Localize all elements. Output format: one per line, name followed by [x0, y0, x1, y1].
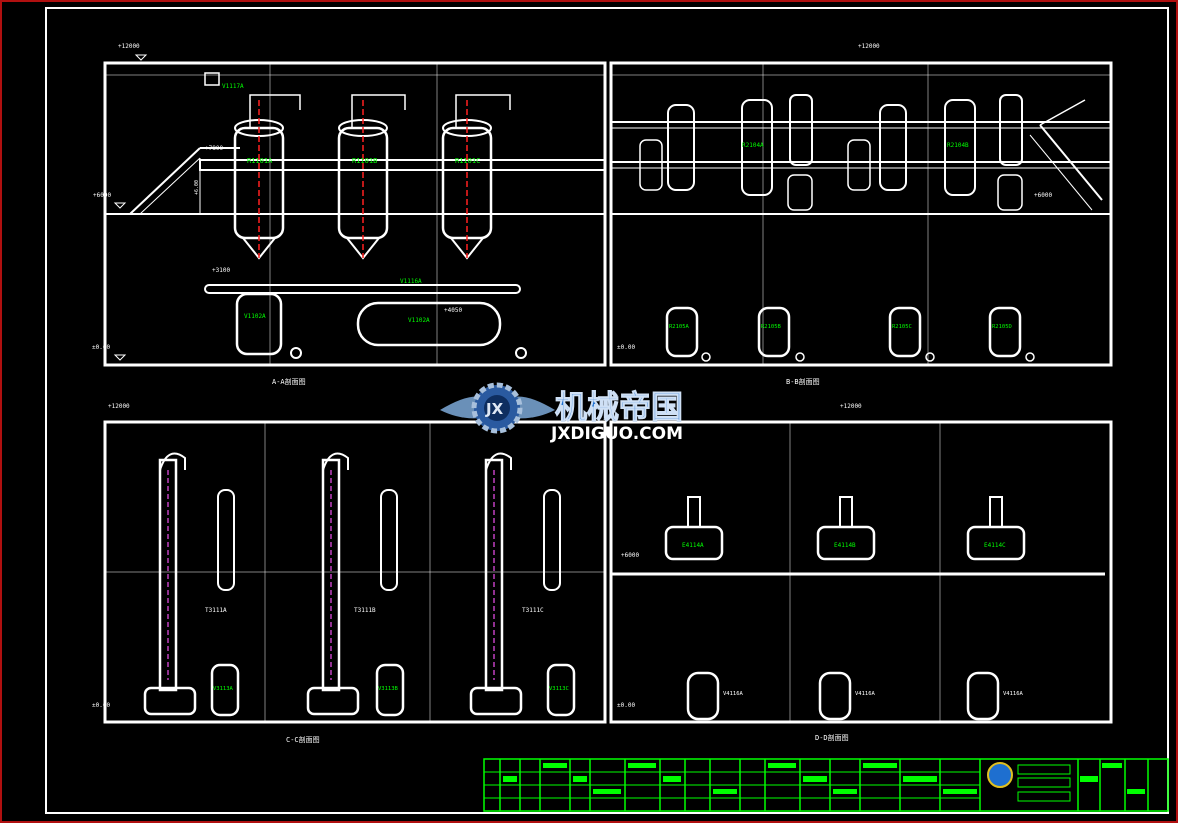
cc-tower-label-a: T3111A	[205, 607, 227, 614]
cc-elev-ground: ±0.00	[92, 702, 110, 709]
bb-tank-4: R2105D	[992, 324, 1012, 330]
bb-unit-a: R2104A	[639, 94, 813, 211]
tower-t3111b: T3111B	[306, 452, 398, 716]
tower-t3111c: T3111C	[469, 452, 561, 716]
aa-tank-2: V1102A	[408, 317, 430, 324]
bb-elev-mid: +6000	[1034, 192, 1052, 199]
aa-top-tag: V1117A	[222, 83, 244, 90]
cc-tower-label-b: T3111B	[354, 607, 376, 614]
exchanger-e4114c: E4114C	[966, 496, 1026, 561]
inner-border	[45, 7, 1169, 814]
bb-tank-1: R2105A	[669, 324, 690, 330]
watermark-cn: 机械帝国	[555, 388, 683, 426]
dd-elev-ground: ±0.00	[617, 702, 635, 709]
cc-tower-label-c: T3111C	[522, 607, 544, 614]
aa-tank-1: V1102A	[244, 313, 266, 320]
reactor-r1101b: R1101B	[337, 94, 406, 260]
cc-caption: C-C剖面图	[286, 735, 320, 744]
aa-elev-mid: +6000	[93, 192, 111, 199]
bb-tank-2: R2105B	[761, 324, 782, 330]
dd-tank-3: V4116A	[1003, 691, 1024, 697]
aa-elev-top: +12000	[118, 43, 140, 50]
reactor-r1101c: R1101C	[441, 94, 511, 260]
reactor-r1101a: R1101A	[233, 94, 301, 260]
aa-elev-low: +3100	[212, 267, 230, 274]
dd-elev-mid: +6000	[621, 552, 639, 559]
aa-elev-tank: +4050	[444, 307, 462, 314]
dd-elev-top: +12000	[840, 403, 862, 410]
watermark: JX 机械帝国 JXDIGUO.COM	[440, 382, 684, 444]
dd-exchanger-label-b: E4114B	[834, 542, 856, 549]
title-block	[483, 758, 1169, 812]
dd-tank-1: V4116A	[723, 691, 744, 697]
dd-exchanger-label-a: E4114A	[682, 542, 704, 549]
dd-tank-2: V4116A	[855, 691, 876, 697]
aa-caption: A-A剖面图	[272, 377, 306, 386]
aa-vertical-tag: +6.00	[194, 180, 200, 195]
section-c-c: T3111A T3111B T3111C V3113A V3113B V3113…	[92, 403, 607, 744]
cc-elev-top: +12000	[108, 403, 130, 410]
aa-elev-plat: +7800	[205, 145, 223, 152]
dd-frame	[609, 420, 1113, 724]
bb-unit-label-b: R2104B	[947, 142, 969, 149]
cc-tank-2: V3113B	[378, 686, 399, 692]
bb-unit-label-a: R2104A	[742, 142, 764, 149]
section-a-a: R1101A R1101B R1101C V1117A V1116A V1102…	[92, 43, 607, 386]
reactor-label-b: R1101B	[352, 157, 377, 165]
section-d-d: E4114A E4114B E4114C V4116A V4116A V4116…	[609, 403, 1113, 742]
aa-header-tag: V1116A	[400, 278, 422, 285]
dd-caption: D-D剖面图	[815, 733, 849, 742]
reactor-label-c: R1101C	[455, 157, 480, 165]
watermark-emblem: JX	[485, 400, 504, 418]
dd-exchanger-label-c: E4114C	[984, 542, 1006, 549]
bb-unit-b: R2104B	[847, 94, 1023, 211]
watermark-en: JXDIGUO.COM	[550, 424, 683, 444]
title-block-logo	[987, 762, 1013, 788]
aa-elev-ground: ±0.00	[92, 344, 110, 351]
cc-tank-3: V3113C	[549, 686, 569, 692]
bb-caption: B-B剖面图	[786, 377, 820, 386]
bb-elev-ground: ±0.00	[617, 344, 635, 351]
tower-t3111a: T3111A	[143, 452, 235, 716]
exchanger-e4114b: E4114B	[816, 496, 876, 561]
exchanger-e4114a: E4114A	[664, 496, 724, 561]
bb-tank-3: R2105C	[892, 324, 912, 330]
section-b-b: R2104A R2104B R2105A R2105B R2105C R2105…	[609, 43, 1113, 386]
cc-tank-1: V3113A	[213, 686, 234, 692]
bb-elev-top: +12000	[858, 43, 880, 50]
reactor-label-a: R1101A	[247, 157, 273, 165]
